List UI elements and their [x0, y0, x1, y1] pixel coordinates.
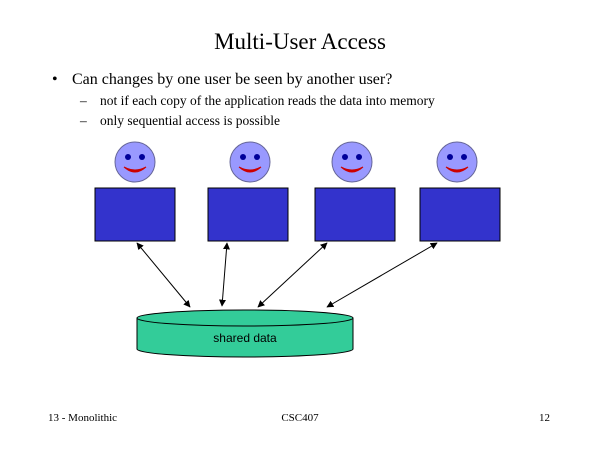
arrow-1 [136, 242, 191, 308]
sub-bullet-text: not if each copy of the application read… [100, 93, 435, 108]
user-face-3 [331, 141, 373, 183]
bullet-text: Can changes by one user be seen by anoth… [72, 71, 393, 88]
smiley-face-icon [436, 141, 478, 183]
application-copy-box-2 [207, 187, 289, 242]
application-copy-box-1 [94, 187, 176, 242]
smiley-face-icon [114, 141, 156, 183]
bullet-marker: • [52, 71, 58, 88]
footer-page-number: 12 [539, 412, 550, 424]
sub-bullet-item: –only sequential access is possible [80, 112, 280, 129]
database-label: shared data [213, 331, 277, 345]
smiley-face-icon [229, 141, 271, 183]
footer-course-section: 13 - Monolithic [48, 412, 118, 424]
slide-title: Multi-User Access [214, 29, 386, 54]
arrow-2 [219, 242, 230, 307]
sub-bullet-marker: – [80, 93, 87, 108]
sub-bullet-text: only sequential access is possible [100, 113, 280, 128]
user-face-2 [229, 141, 271, 183]
bullet-item: • Can changes by one user be seen by anot… [52, 70, 392, 90]
shared-data-database: shared data [136, 309, 354, 358]
application-copy-box-4 [419, 187, 501, 242]
sub-bullet-item: –not if each copy of the application rea… [80, 92, 435, 109]
sub-bullet-marker: – [80, 113, 87, 128]
footer-course-code: CSC407 [281, 412, 319, 424]
user-face-1 [114, 141, 156, 183]
arrow-3 [257, 242, 328, 308]
application-copy-box-3 [314, 187, 396, 242]
user-face-4 [436, 141, 478, 183]
smiley-face-icon [331, 141, 373, 183]
arrow-4 [326, 242, 438, 308]
